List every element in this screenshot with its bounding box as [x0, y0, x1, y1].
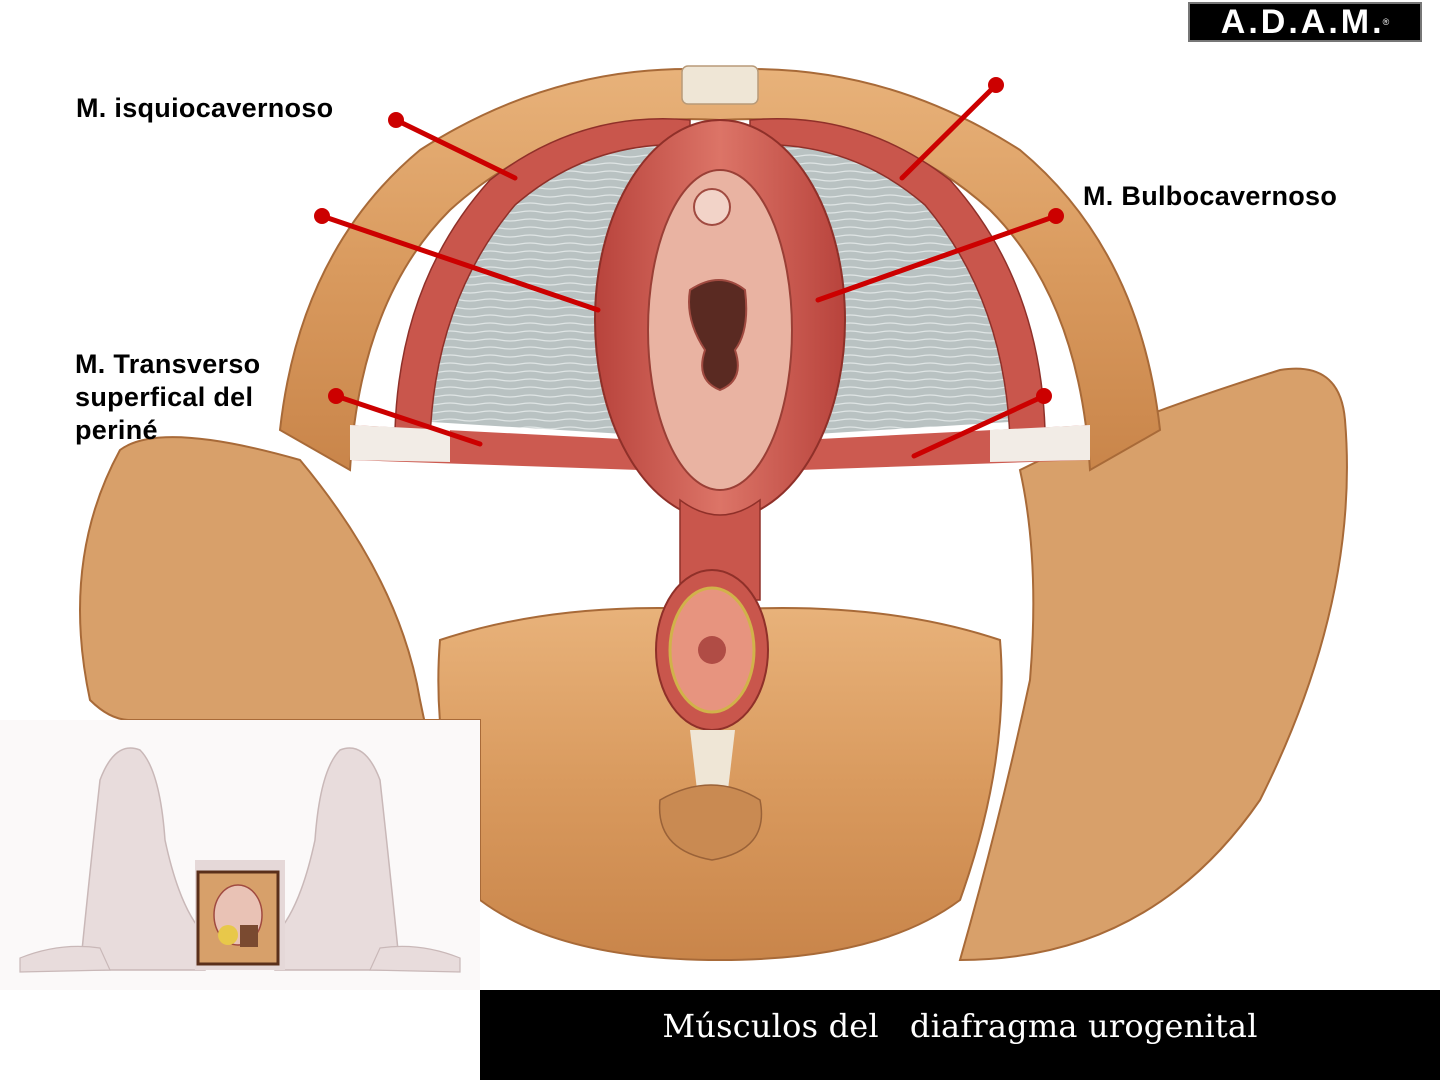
- inset-figure: [0, 720, 480, 990]
- pointer-lines: [314, 77, 1064, 459]
- label-transverso-line-2: superfical del: [75, 382, 254, 412]
- slide-caption: Músculos del diafragma urogenital: [662, 1007, 1258, 1045]
- registered-mark: ®: [1382, 17, 1390, 27]
- label-transverso-superficial: M. Transverso superfical del periné: [75, 348, 260, 447]
- label-isquiocavernoso: M. isquiocavernoso: [76, 93, 334, 123]
- adam-logo: A.D.A.M.®: [1188, 2, 1422, 42]
- label-transverso-line-3: periné: [75, 415, 158, 445]
- label-bulbocavernoso: M. Bulbocavernoso: [1083, 181, 1338, 211]
- slide-caption-bar: Músculos del diafragma urogenital: [480, 990, 1440, 1080]
- logo-text: A.D.A.M.: [1220, 2, 1385, 41]
- lithotomy-figure-illustration: [19, 747, 461, 973]
- label-transverso-line-1: M. Transverso: [75, 349, 261, 379]
